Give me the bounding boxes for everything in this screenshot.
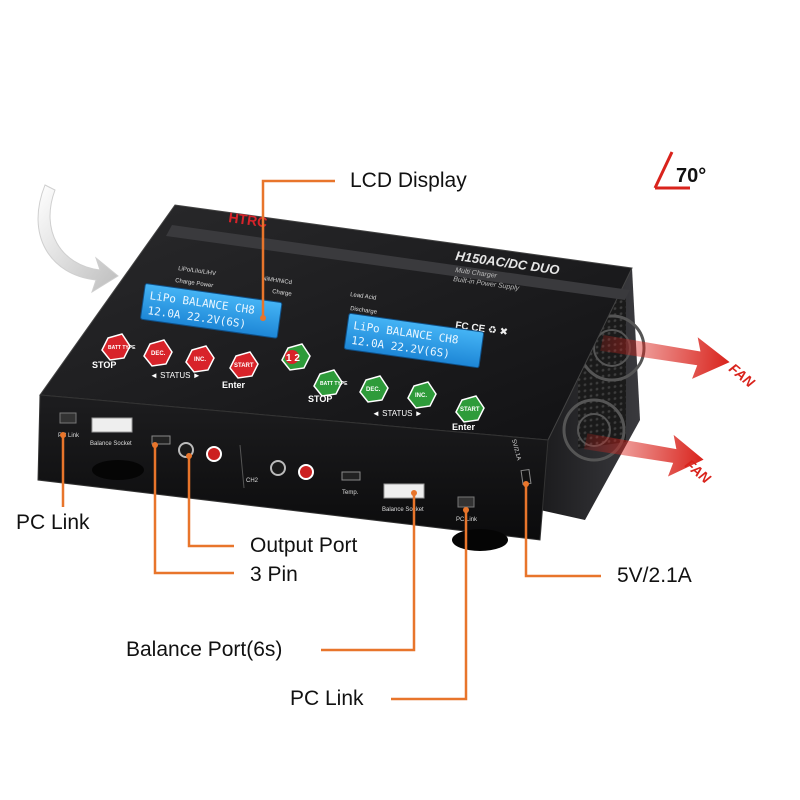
- leader-lcd-display: [261, 179, 335, 318]
- callout-pc-link-bottom: PC Link: [290, 687, 364, 710]
- button-label: DEC.: [151, 351, 166, 357]
- balance-socket-ch1[interactable]: [91, 417, 133, 433]
- button-label: INC.: [194, 357, 206, 363]
- callout-usb: 5V/2.1A: [617, 564, 692, 587]
- dec-button-ch2[interactable]: [359, 375, 389, 403]
- info-label: Charge Power: [175, 278, 214, 289]
- charger-device: HTRC H150AC/DC DUO Multi Charger Built-i…: [37, 204, 646, 551]
- ch1-button-group: BATT TYPE DEC. INC. START STOP ◄ STATUS …: [92, 333, 259, 390]
- temp-port-ch1[interactable]: [151, 435, 171, 445]
- enter-label: Enter: [452, 422, 476, 432]
- callout-lcd-display: LCD Display: [350, 169, 467, 192]
- info-label: Discharge: [350, 306, 378, 316]
- info-label: LiPo/LiIo/LiHV: [178, 266, 216, 277]
- button-label: DEC.: [366, 387, 381, 393]
- status-label: ◄ STATUS ►: [372, 409, 423, 418]
- airflow-arrow-icon: [600, 335, 730, 379]
- info-label: NiMH/NiCd: [262, 276, 293, 286]
- lcd-display-ch2: LiPo BALANCE CH8 12.0A 22.2V(6S): [343, 313, 485, 369]
- button-label: INC.: [415, 393, 427, 399]
- leader-three-pin: [153, 445, 234, 575]
- start-button-ch2[interactable]: [455, 395, 485, 423]
- ch2-button-group: BATT TYPE DEC. INC. START STOP ◄ STATUS …: [308, 369, 485, 432]
- output-port-positive-ch2[interactable]: [298, 464, 314, 480]
- port-label: Temp.: [342, 490, 359, 496]
- leader-balance-port: [321, 493, 416, 652]
- airflow-arrow-icon: [584, 433, 704, 477]
- output-port-negative-ch2[interactable]: [270, 460, 286, 476]
- callout-pc-link-left: PC Link: [16, 511, 90, 534]
- pc-link-port-ch1[interactable]: [59, 412, 77, 424]
- fan-label: FAN: [726, 360, 758, 391]
- stop-label: STOP: [92, 360, 116, 370]
- info-label: Charge: [272, 289, 293, 298]
- pc-link-port-ch2[interactable]: [457, 496, 475, 508]
- inc-button-ch1[interactable]: [185, 345, 215, 373]
- battery-info-labels: LiPo/LiIo/LiHV Charge Power NiMH/NiCd Ch…: [175, 266, 378, 316]
- batt-type-button-ch1[interactable]: [101, 333, 131, 361]
- callout-leaders: [61, 179, 601, 701]
- dec-button-ch1[interactable]: [143, 339, 173, 367]
- output-port-positive[interactable]: [206, 446, 222, 462]
- leader-usb: [524, 484, 601, 578]
- fan-icon: [562, 398, 626, 462]
- button-label: BATT TYPE: [108, 345, 136, 351]
- rotation-arrow-icon: [37, 184, 119, 294]
- port-label: Balance Socket: [90, 441, 132, 447]
- brand-logo: HTRC: [228, 209, 269, 230]
- start-button-ch1[interactable]: [229, 351, 259, 379]
- balance-socket-ch2[interactable]: [383, 483, 425, 499]
- batt-type-button-ch2[interactable]: [313, 369, 343, 397]
- enter-label: Enter: [222, 380, 246, 390]
- button-label: START: [234, 363, 254, 369]
- leader-pc-link-bottom: [391, 510, 468, 701]
- stop-label: STOP: [308, 394, 332, 404]
- port-label: 5V/2.1A: [510, 439, 521, 461]
- leader-output-port: [187, 456, 234, 548]
- status-label: ◄ STATUS ►: [150, 371, 201, 380]
- callout-output-port: Output Port: [250, 534, 358, 557]
- port-label: Balance Socket: [382, 507, 424, 513]
- button-label: START: [460, 407, 480, 413]
- inc-button-ch2[interactable]: [407, 381, 437, 409]
- callout-three-pin: 3 Pin: [250, 563, 298, 586]
- temp-port-ch2[interactable]: [341, 471, 361, 481]
- angle-label: 70°: [676, 165, 706, 187]
- button-label: BATT TYPE: [320, 381, 348, 387]
- channel-label: 1 2: [286, 353, 300, 364]
- callout-balance-port: Balance Port(6s): [126, 638, 283, 661]
- channel-switch-button[interactable]: 1 2: [281, 343, 311, 371]
- port-label: CH2: [246, 478, 259, 484]
- info-label: Lead Acid: [350, 292, 377, 302]
- callout-anchor-dots: [60, 315, 529, 513]
- rubber-foot: [92, 460, 144, 480]
- port-label: PC Link: [58, 433, 80, 439]
- rubber-foot: [452, 529, 508, 551]
- tilt-angle-indicator: 70°: [653, 151, 706, 190]
